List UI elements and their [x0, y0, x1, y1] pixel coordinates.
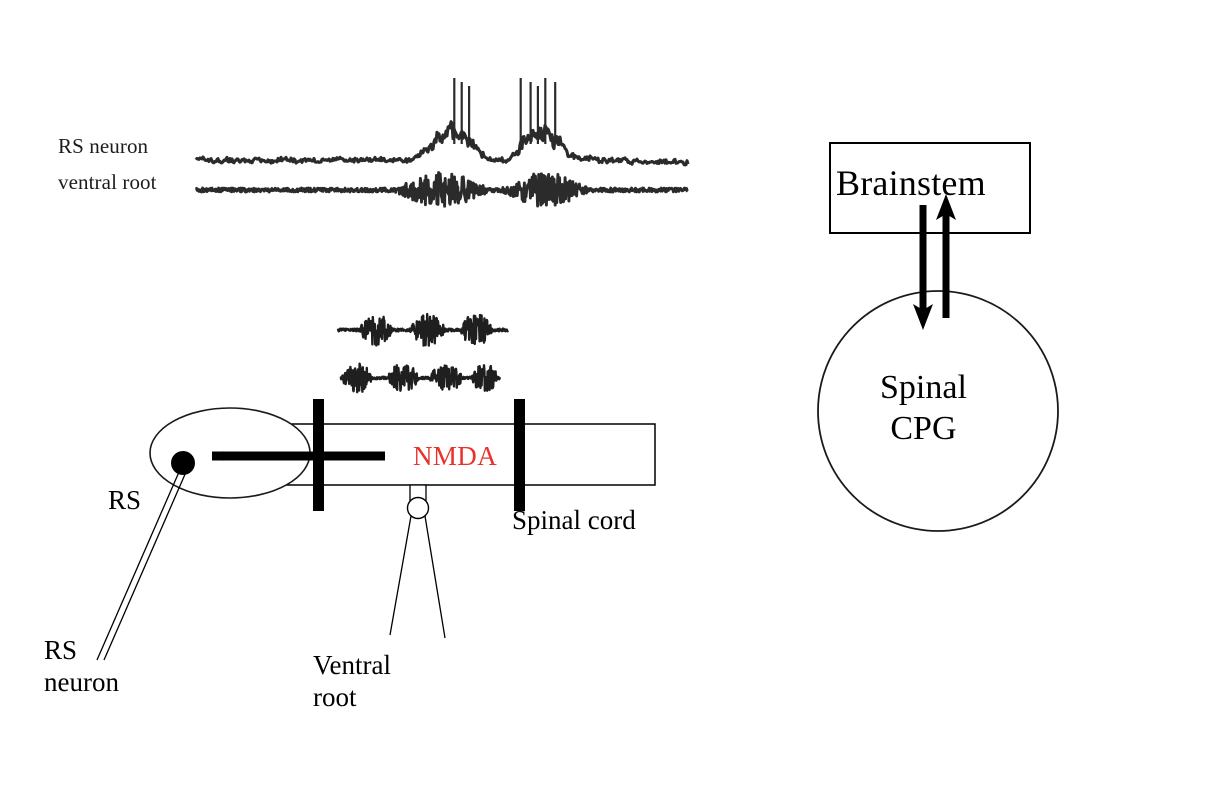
- trace-label-rs-neuron: RS neuron: [58, 134, 149, 158]
- descending-arrow: [913, 205, 933, 330]
- ventral-root-electrode: [389, 484, 446, 639]
- ventral-root-label: Ventral root: [313, 650, 391, 712]
- nmda-label: NMDA: [413, 441, 498, 471]
- isolated-cord-trace-lower: [339, 362, 502, 394]
- isolated-cord-trace-upper: [336, 312, 510, 347]
- ascending-arrow: [936, 194, 956, 318]
- trace-label-ventral-root: ventral root: [58, 170, 157, 194]
- rs-label: RS: [108, 485, 142, 515]
- spinal-cord-label: Spinal cord: [512, 505, 636, 535]
- recording-trace-rs-neuron: [194, 78, 690, 167]
- brainstem-label: Brainstem: [836, 163, 986, 203]
- caudal-transection-bar: [514, 399, 525, 511]
- brainstem-box: [829, 142, 1031, 234]
- spinal-cpg-circle: [817, 290, 1059, 532]
- spinal-cpg-label: Spinal CPG: [880, 369, 967, 448]
- rs-neuron-label: RS neuron: [44, 635, 119, 697]
- recording-trace-ventral-root: [194, 171, 689, 208]
- rs-neuron-soma: [171, 451, 195, 475]
- rs-neuron-leader-lines: [96, 471, 187, 661]
